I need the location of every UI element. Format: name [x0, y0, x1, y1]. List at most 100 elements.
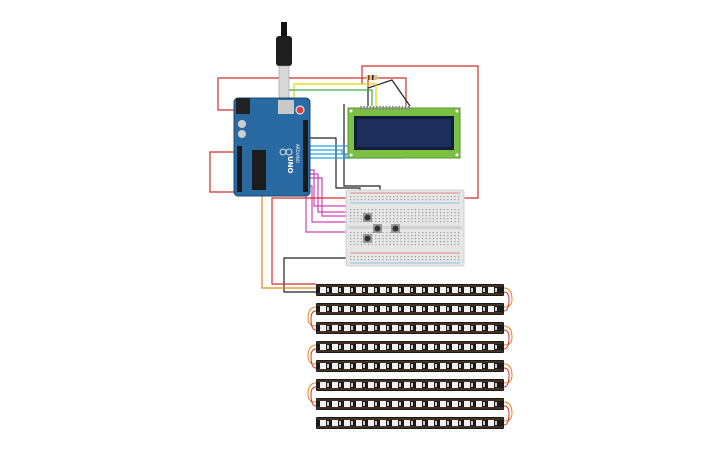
led[interactable]: [392, 420, 398, 426]
led[interactable]: [452, 287, 458, 293]
led[interactable]: [404, 382, 410, 388]
led[interactable]: [380, 401, 386, 407]
led[interactable]: [476, 382, 482, 388]
led[interactable]: [404, 325, 410, 331]
led[interactable]: [464, 287, 470, 293]
led[interactable]: [416, 325, 422, 331]
led-strip-8[interactable]: [316, 417, 504, 429]
led[interactable]: [380, 306, 386, 312]
led[interactable]: [428, 363, 434, 369]
led-strip-5[interactable]: [316, 360, 513, 388]
led[interactable]: [440, 382, 446, 388]
led[interactable]: [356, 401, 362, 407]
lcd-16x2-display[interactable]: [347, 106, 461, 159]
led[interactable]: [428, 287, 434, 293]
led[interactable]: [440, 363, 446, 369]
led[interactable]: [428, 401, 434, 407]
led[interactable]: [452, 401, 458, 407]
led[interactable]: [476, 420, 482, 426]
led[interactable]: [464, 325, 470, 331]
led[interactable]: [464, 344, 470, 350]
led[interactable]: [320, 306, 326, 312]
led-strip-3[interactable]: [316, 322, 513, 350]
led[interactable]: [428, 306, 434, 312]
led[interactable]: [464, 420, 470, 426]
led[interactable]: [380, 344, 386, 350]
reset-button[interactable]: [295, 105, 305, 115]
led[interactable]: [332, 363, 338, 369]
led[interactable]: [404, 287, 410, 293]
led-strip-4[interactable]: [307, 341, 504, 369]
led[interactable]: [416, 420, 422, 426]
led[interactable]: [356, 306, 362, 312]
led[interactable]: [368, 401, 374, 407]
led[interactable]: [416, 287, 422, 293]
led[interactable]: [488, 344, 494, 350]
led[interactable]: [392, 401, 398, 407]
led[interactable]: [380, 382, 386, 388]
led[interactable]: [344, 420, 350, 426]
led[interactable]: [380, 287, 386, 293]
led[interactable]: [416, 306, 422, 312]
led-strip-2[interactable]: [307, 303, 504, 331]
led[interactable]: [428, 382, 434, 388]
led[interactable]: [488, 363, 494, 369]
led[interactable]: [344, 363, 350, 369]
led[interactable]: [356, 287, 362, 293]
led[interactable]: [332, 287, 338, 293]
led[interactable]: [488, 382, 494, 388]
led[interactable]: [452, 420, 458, 426]
led[interactable]: [452, 344, 458, 350]
led[interactable]: [344, 325, 350, 331]
led[interactable]: [404, 401, 410, 407]
led[interactable]: [464, 306, 470, 312]
led[interactable]: [332, 306, 338, 312]
led[interactable]: [320, 401, 326, 407]
led[interactable]: [368, 420, 374, 426]
led[interactable]: [440, 287, 446, 293]
led[interactable]: [476, 344, 482, 350]
led[interactable]: [320, 363, 326, 369]
led[interactable]: [356, 363, 362, 369]
led[interactable]: [344, 382, 350, 388]
led[interactable]: [392, 344, 398, 350]
led[interactable]: [368, 344, 374, 350]
led[interactable]: [476, 363, 482, 369]
led-strip-6[interactable]: [307, 379, 504, 407]
led[interactable]: [380, 420, 386, 426]
led[interactable]: [440, 325, 446, 331]
led[interactable]: [452, 306, 458, 312]
led[interactable]: [428, 325, 434, 331]
led[interactable]: [428, 420, 434, 426]
led-strip-7[interactable]: [316, 398, 513, 426]
led[interactable]: [392, 287, 398, 293]
led[interactable]: [320, 420, 326, 426]
led[interactable]: [440, 401, 446, 407]
led[interactable]: [368, 287, 374, 293]
led[interactable]: [476, 401, 482, 407]
led[interactable]: [332, 420, 338, 426]
led[interactable]: [320, 287, 326, 293]
led[interactable]: [344, 287, 350, 293]
led[interactable]: [380, 325, 386, 331]
led[interactable]: [356, 344, 362, 350]
led[interactable]: [320, 325, 326, 331]
led[interactable]: [476, 325, 482, 331]
led[interactable]: [344, 401, 350, 407]
arduino-uno-board[interactable]: UNO ARDUINO: [233, 97, 311, 197]
led[interactable]: [332, 401, 338, 407]
led[interactable]: [344, 344, 350, 350]
pushbutton-3[interactable]: [391, 224, 400, 233]
led[interactable]: [392, 306, 398, 312]
led[interactable]: [356, 420, 362, 426]
led[interactable]: [476, 306, 482, 312]
led[interactable]: [464, 401, 470, 407]
led[interactable]: [368, 306, 374, 312]
led-strip-1[interactable]: [316, 284, 513, 312]
led[interactable]: [452, 382, 458, 388]
led[interactable]: [320, 382, 326, 388]
led[interactable]: [332, 325, 338, 331]
led[interactable]: [332, 344, 338, 350]
led[interactable]: [476, 287, 482, 293]
led[interactable]: [404, 306, 410, 312]
